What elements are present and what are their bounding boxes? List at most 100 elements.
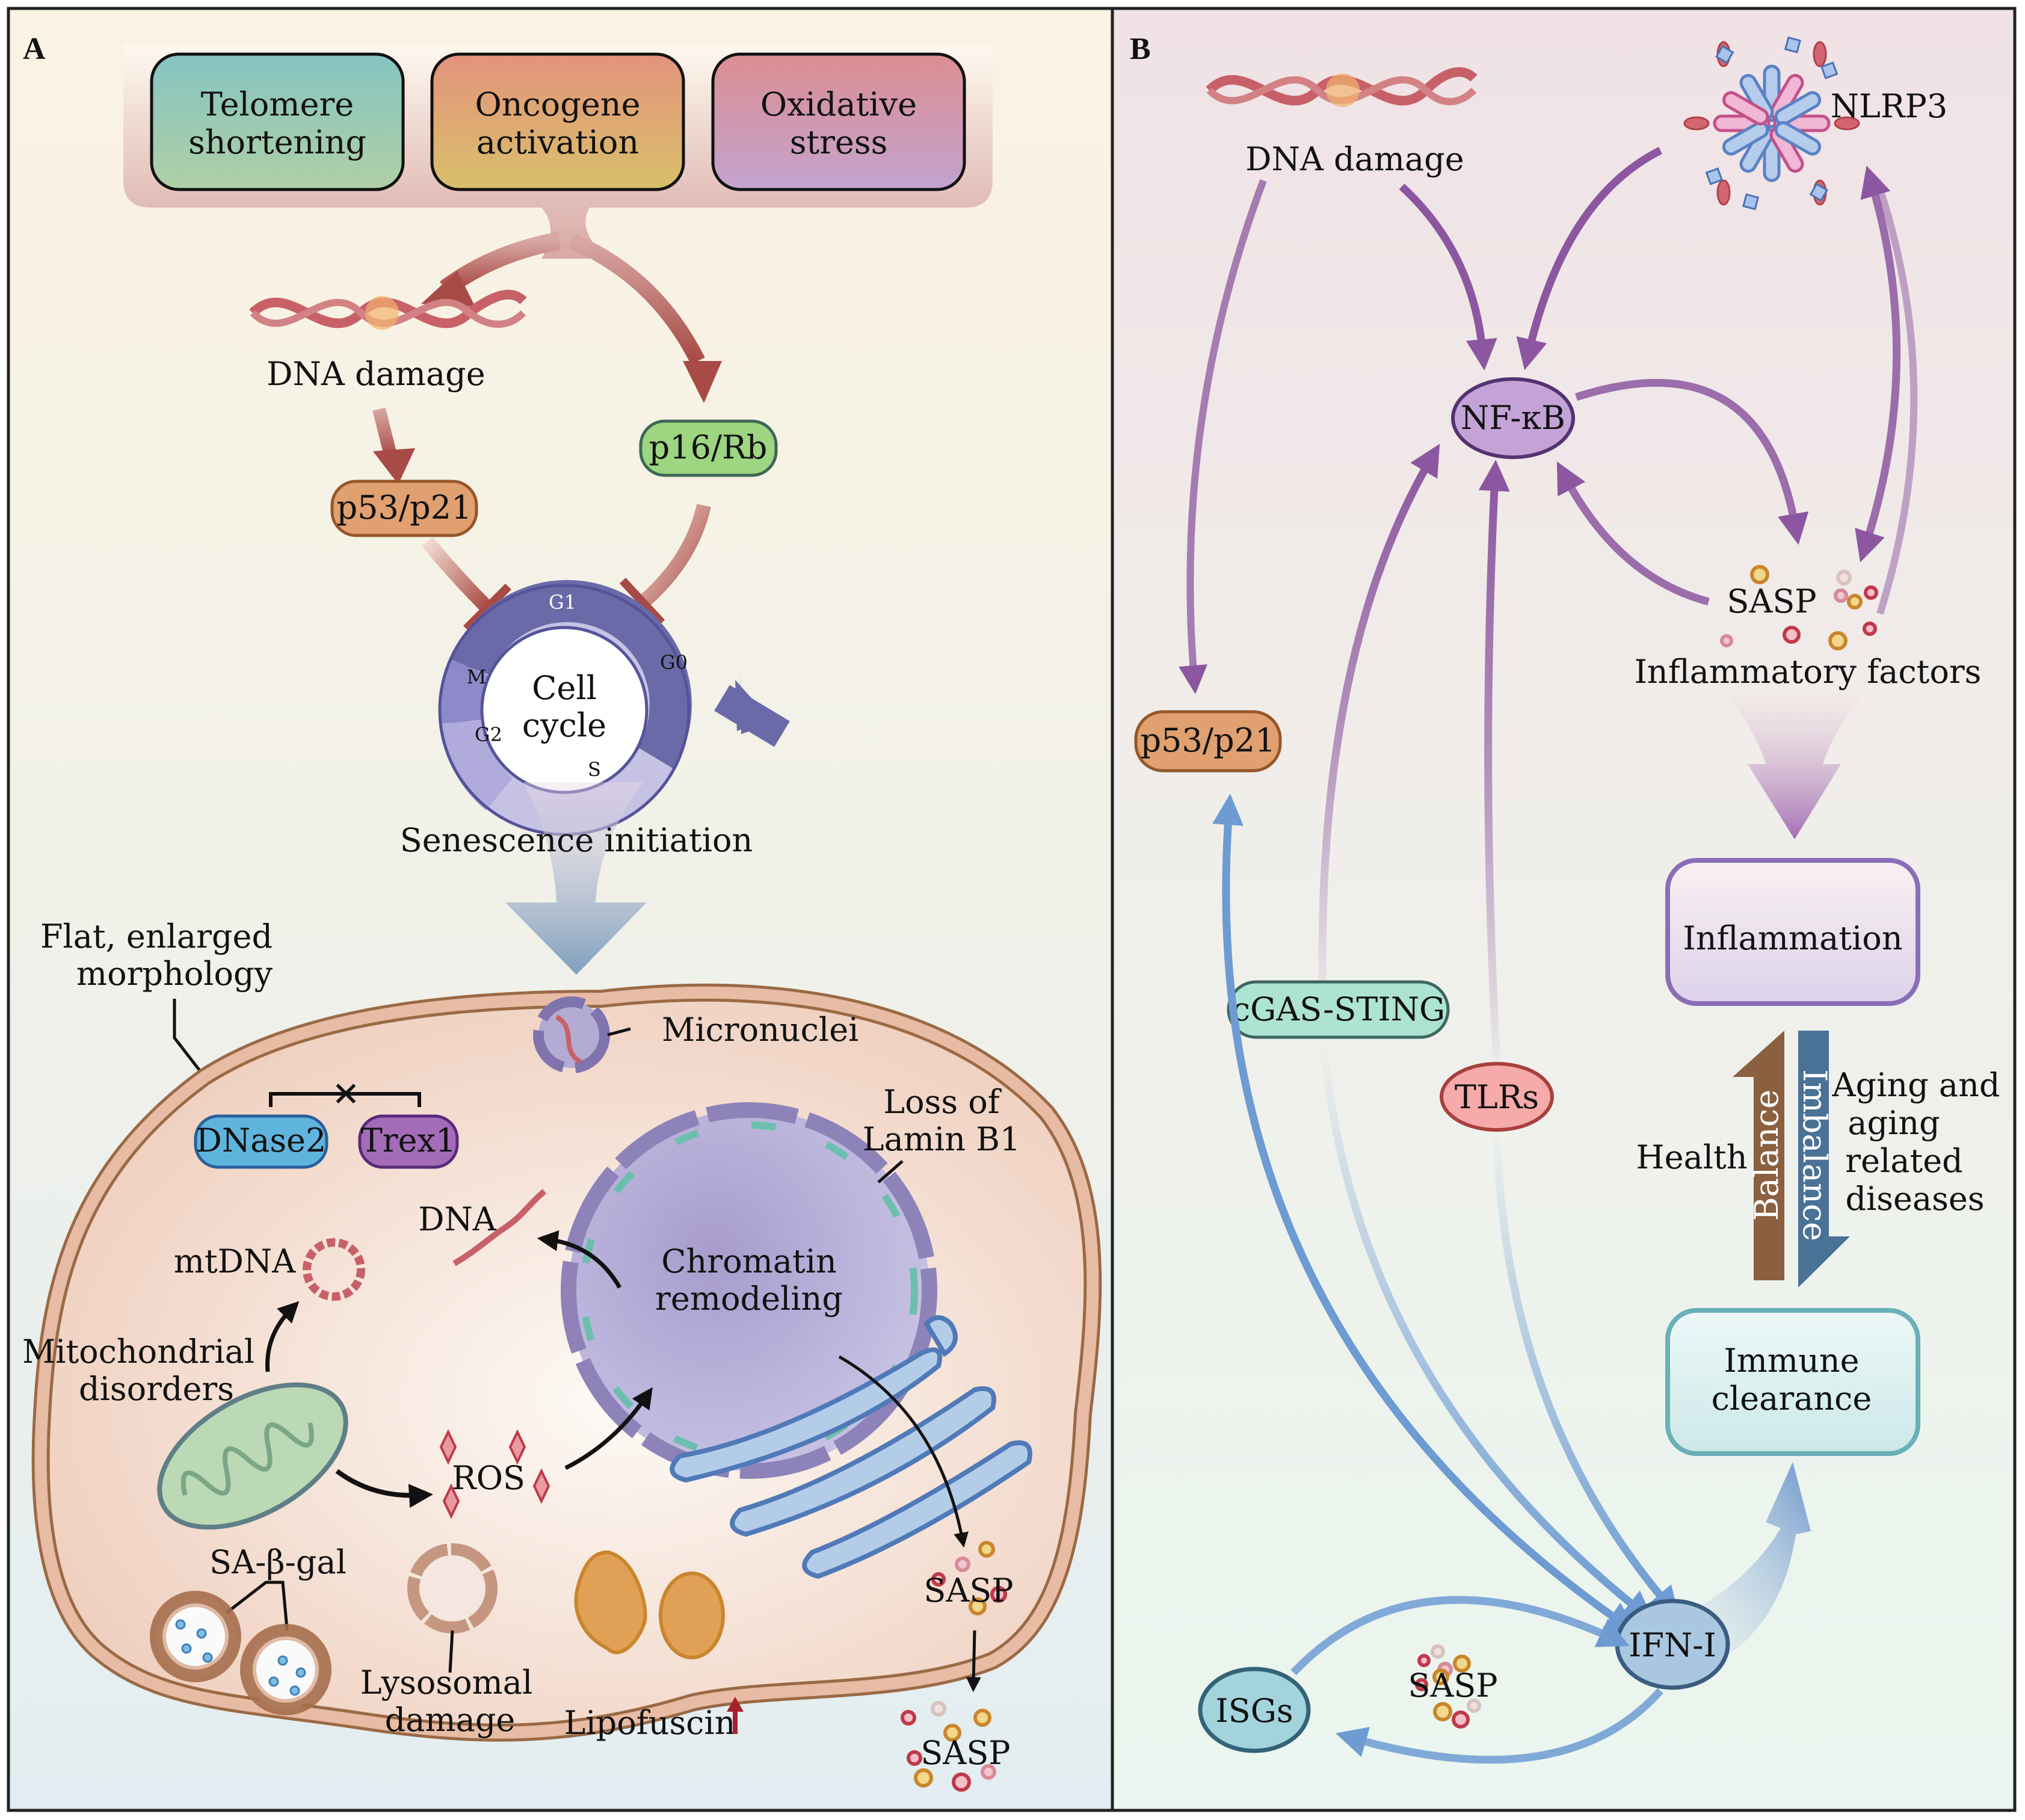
aging-label-4: diseases xyxy=(1845,1180,1984,1218)
phase-g2-label: G2 xyxy=(475,723,502,746)
inhibit-p16-bar xyxy=(619,578,665,626)
panel-a: A Telomere shortening Oncogene activatio… xyxy=(7,7,1114,1812)
morphology-label-1: Flat, enlarged xyxy=(40,918,273,955)
stressor-oxidative-line1: Oxidative xyxy=(760,85,917,123)
arrow-sasp-to-nlrp3-track xyxy=(1873,179,1918,615)
p16-rb-label: p16/Rb xyxy=(649,428,768,466)
arrow-mito-to-mtdna xyxy=(265,1301,300,1372)
lamin-leader xyxy=(877,1160,904,1183)
chromatin-label-2: remodeling xyxy=(655,1280,843,1318)
endoplasmic-reticulum xyxy=(670,1315,1032,1579)
lamin-label-1: Loss of xyxy=(883,1083,1002,1121)
cgas-sting-label: cGAS-STING xyxy=(1232,990,1445,1028)
imbalance-label: Imbalance xyxy=(1796,1069,1834,1241)
micronuclei-icon xyxy=(533,996,610,1073)
dna-damage-label-a: DNA damage xyxy=(267,355,485,393)
stressor-telomere: Telomere shortening xyxy=(150,52,405,191)
arrow-head-p53 xyxy=(373,448,415,484)
arrow-head-p16 xyxy=(683,361,722,403)
lysosome-icon xyxy=(407,1543,498,1633)
arrow-isgs-to-ifn xyxy=(1290,1596,1630,1676)
mitochondrion-icon xyxy=(157,1382,348,1530)
arrow-nlrp3-to-nfkb xyxy=(1516,147,1662,371)
p16-rb-badge: p16/Rb xyxy=(639,419,778,477)
p53-p21-label-a: p53/p21 xyxy=(337,489,472,526)
arrow-dna-damage-to-nfkb xyxy=(1399,184,1497,371)
aging-label-2: aging xyxy=(1848,1104,1940,1142)
ros-icon xyxy=(439,1429,550,1519)
cell-cycle-label-1: Cell xyxy=(532,669,597,707)
nfkb-node: NF-κB xyxy=(1451,377,1575,459)
micronuclei-leader xyxy=(607,1027,631,1037)
stressor-oncogene-line2: activation xyxy=(476,123,639,161)
nlrp3-inflammasome-icon xyxy=(1683,36,1860,211)
inflammation-box: Inflammation xyxy=(1665,858,1920,1006)
ifn-i-label: IFN-I xyxy=(1629,1626,1716,1664)
arrow-tlrs-to-ifn xyxy=(1493,1131,1680,1618)
phase-m xyxy=(440,659,490,724)
sasp-particles-outer xyxy=(901,1701,996,1792)
sasp-particles-b xyxy=(1720,565,1878,650)
sasp-inner-label: SASP xyxy=(923,1572,1013,1609)
stressor-oncogene-line1: Oncogene xyxy=(475,85,640,123)
aging-label-3: related xyxy=(1845,1142,1962,1180)
arrow-to-p16 xyxy=(568,233,705,365)
sa-beta-gal-label: SA-β-gal xyxy=(209,1543,347,1581)
aging-label-1: Aging and xyxy=(1832,1066,2000,1104)
lipofuscin-label: Lipofuscin xyxy=(564,1704,736,1742)
immune-clearance-label-1: Immune xyxy=(1724,1342,1859,1380)
lysosomal-label-1: Lysosomal xyxy=(360,1664,533,1701)
lysosomal-label-2: damage xyxy=(385,1701,516,1739)
inhibit-p53-bar xyxy=(463,584,511,632)
arrow-mito-to-ros xyxy=(335,1469,433,1508)
sa-beta-gal-vesicles xyxy=(150,1591,331,1715)
dna-damage-label-b: DNA damage xyxy=(1245,140,1464,178)
sasp-outer-label: SASP xyxy=(920,1734,1010,1772)
arrow-head-dna-damage xyxy=(421,271,475,307)
arrow-dna-damage-to-p53 xyxy=(1179,179,1267,694)
dnase2-label: DNase2 xyxy=(196,1121,327,1159)
arrow-dna-to-p53 xyxy=(372,407,398,459)
chromatin-label-1: Chromatin xyxy=(661,1242,837,1280)
balance-arrow: Balance xyxy=(1733,1031,1786,1280)
health-label: Health xyxy=(1636,1138,1748,1176)
lysosome-leader xyxy=(448,1630,454,1673)
immune-clearance-label-2: clearance xyxy=(1712,1380,1872,1417)
mtdna-icon xyxy=(303,1238,365,1301)
nlrp3-label: NLRP3 xyxy=(1831,87,1947,125)
arrow-ros-to-nucleus xyxy=(564,1387,653,1470)
sasp-particles-bottom xyxy=(1415,1644,1481,1729)
mtdna-label: mtDNA xyxy=(174,1242,296,1280)
phase-g0-label: G0 xyxy=(660,651,688,674)
panel-a-letter: A xyxy=(23,32,46,66)
inhibit-p53-line xyxy=(421,537,493,613)
nucleus xyxy=(561,1102,937,1479)
cross-icon: ✕ xyxy=(332,1075,360,1114)
arrow-nlrp3-sasp-bidirectional xyxy=(1855,165,1901,563)
lipofuscin-icon xyxy=(574,1550,725,1659)
stressor-telomere-line1: Telomere xyxy=(201,85,354,123)
dna-label: DNA xyxy=(418,1200,497,1238)
morphology-leader xyxy=(173,999,211,1084)
ros-label: ROS xyxy=(452,1459,525,1497)
lamin-label-2: Lamin B1 xyxy=(863,1120,1021,1158)
balance-label: Balance xyxy=(1748,1090,1786,1221)
sa-beta-gal-leader xyxy=(214,1581,291,1649)
nfkb-label: NF-κB xyxy=(1461,399,1565,437)
sasp-label-b: SASP xyxy=(1727,582,1816,620)
immune-clearance-box: Immune clearance xyxy=(1665,1308,1920,1456)
inflammatory-factors-label: Inflammatory factors xyxy=(1635,653,1982,691)
arrow-sasp-to-nfkb xyxy=(1556,461,1710,606)
inhibit-p16-line xyxy=(639,504,711,608)
senescence-funnel-arrow xyxy=(505,782,647,975)
dnase-trex-bracket xyxy=(269,1092,421,1107)
p53-p21-badge-b: p53/p21 xyxy=(1134,710,1282,773)
lamin-b1 xyxy=(580,1121,918,1460)
sasp-particles-inner xyxy=(931,1541,1007,1615)
isgs-node: ISGs xyxy=(1198,1667,1311,1753)
arrow-nfkb-to-sasp xyxy=(1575,378,1809,545)
phase-g1 xyxy=(451,580,692,770)
senescence-initiation-label: Senescence initiation xyxy=(400,821,753,859)
stressor-oxidative-line2: stress xyxy=(790,123,888,161)
phase-g1-label: G1 xyxy=(549,591,576,614)
